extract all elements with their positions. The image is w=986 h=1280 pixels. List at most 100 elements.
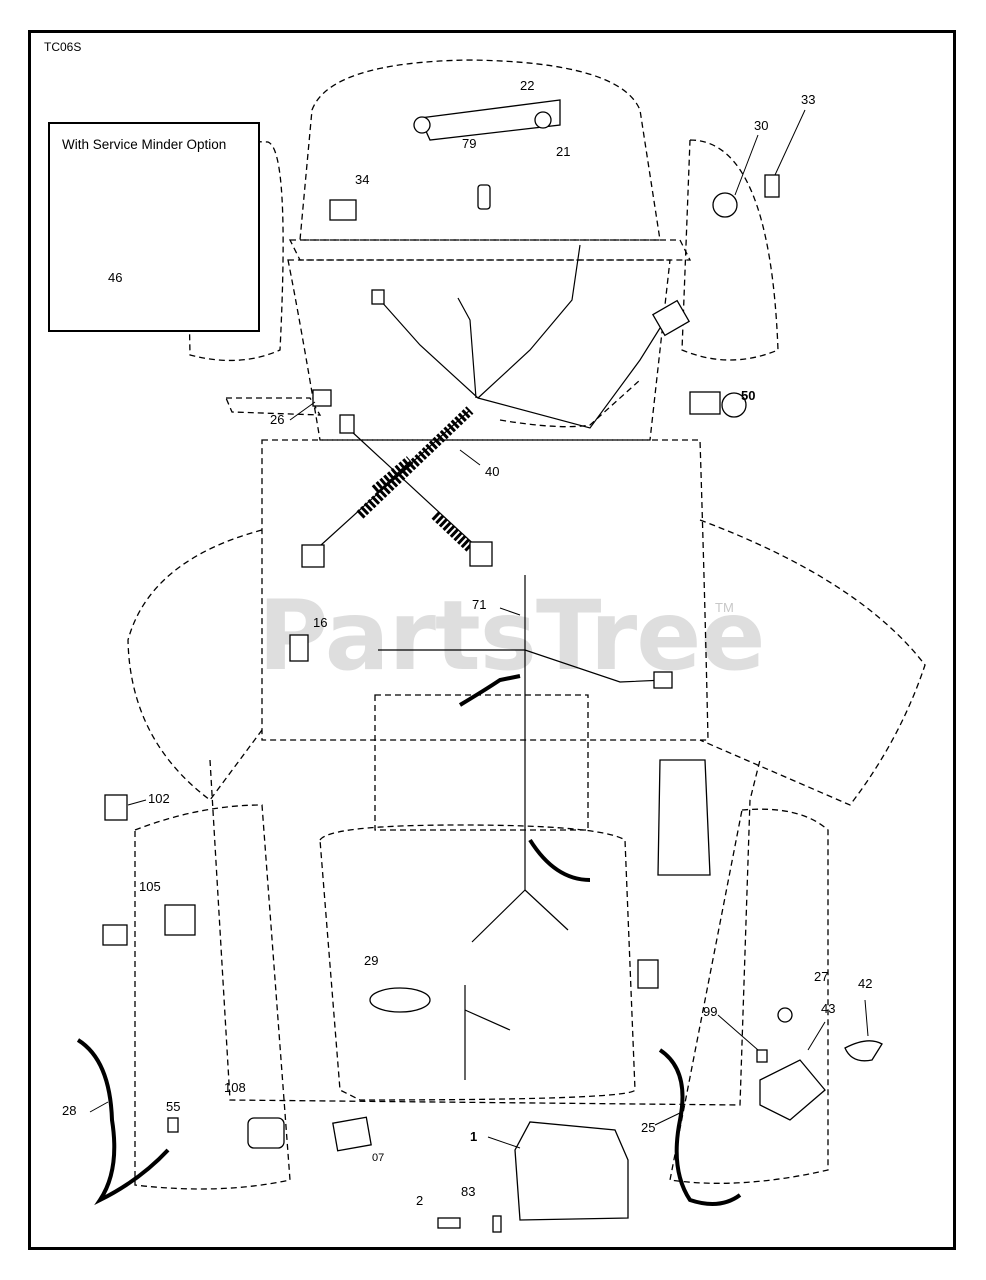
starter-solenoid-108 [247, 1117, 285, 1149]
part-label-28[interactable]: 28 [62, 1103, 77, 1118]
right-fender-outline [681, 139, 779, 361]
part-label-30[interactable]: 30 [754, 118, 769, 133]
leader-71 [499, 607, 521, 616]
slide-switch-outline [657, 759, 711, 876]
switch-34 [329, 199, 357, 221]
inset-title: With Service Minder Option [62, 137, 227, 152]
leader-99 [717, 1014, 759, 1051]
lever-42 [844, 1040, 883, 1062]
ground-cable-mid [528, 838, 591, 882]
headlight-plug [477, 184, 491, 210]
leader-33 [774, 109, 806, 176]
nut-27 [777, 1007, 793, 1023]
part-label-50[interactable]: 50 [741, 388, 756, 403]
part-label-27[interactable]: 27 [814, 969, 829, 984]
seat-outline [209, 759, 761, 1106]
relay-102-plug [102, 924, 128, 946]
part-label-40[interactable]: 40 [485, 464, 500, 479]
part-label-22[interactable]: 22 [520, 78, 535, 93]
part-label-99[interactable]: 99 [703, 1004, 718, 1019]
bolt-2 [437, 1217, 461, 1229]
frame-outline [261, 439, 709, 741]
leader-43 [807, 1021, 826, 1051]
harness-tap-branch [464, 1009, 511, 1031]
connector-top-right [651, 299, 691, 337]
part-label-46[interactable]: 46 [108, 270, 123, 285]
watermark-trademark: TM [715, 600, 734, 615]
leader-102 [127, 799, 147, 806]
bolt-99 [756, 1049, 768, 1063]
battery-1 [514, 1121, 629, 1221]
harness-sleeve-lower [431, 511, 474, 552]
service-minder-inset: With Service Minder Option [48, 122, 260, 332]
harness-branch-3 [477, 319, 666, 429]
watermark-text: PartsTree [258, 580, 765, 692]
leader-30 [734, 134, 759, 196]
part-label-1[interactable]: 1 [470, 1129, 478, 1144]
switch-50 [689, 391, 721, 415]
ignition-key-33 [764, 174, 780, 198]
ignition-switch-30 [712, 192, 738, 218]
leader-28 [89, 1101, 109, 1113]
harness-branch-2 [457, 297, 477, 399]
bracket-43 [759, 1059, 826, 1121]
leader-26 [289, 401, 316, 421]
part-label-55[interactable]: 55 [166, 1099, 181, 1114]
part-label-71[interactable]: 71 [472, 597, 487, 612]
relay-102 [104, 794, 128, 821]
solenoid-105 [164, 904, 196, 936]
part-label-07[interactable]: 07 [372, 1152, 385, 1164]
lower-body-outline [319, 824, 636, 1101]
harness-horizontal [378, 649, 666, 683]
upper-body-outline [287, 259, 671, 441]
part-label-34[interactable]: 34 [355, 172, 370, 187]
part-label-21[interactable]: 21 [556, 144, 571, 159]
nut-83 [492, 1215, 502, 1233]
bolt-55 [167, 1117, 179, 1133]
part-label-2[interactable]: 2 [416, 1193, 424, 1208]
part-label-42[interactable]: 42 [858, 976, 873, 991]
harness-lower-left [471, 889, 526, 943]
diagram-code: TC06S [44, 40, 82, 54]
part-label-29[interactable]: 29 [364, 953, 379, 968]
hood-outline [299, 59, 661, 241]
relay-16 [289, 634, 309, 662]
switch-50-cap [721, 392, 747, 418]
harness-cross-diagonal [349, 429, 481, 551]
headlight-right [534, 111, 552, 129]
connector-top-left [371, 289, 385, 305]
headlight-left [413, 116, 431, 134]
left-pedal-outline [225, 397, 322, 416]
module-right [637, 959, 659, 989]
part-label-105[interactable]: 105 [139, 879, 161, 894]
module-07 [332, 1116, 372, 1152]
ground-cable-top [458, 674, 521, 707]
center-frame-outline [374, 694, 589, 831]
part-label-33[interactable]: 33 [801, 92, 816, 107]
part-label-25[interactable]: 25 [641, 1120, 656, 1135]
dash-panel-outline [288, 239, 692, 261]
diagram-frame [28, 30, 956, 1250]
connector-bottom-left [301, 544, 325, 568]
part-label-108[interactable]: 108 [224, 1080, 246, 1095]
right-deck-outline [699, 519, 926, 806]
part-label-79[interactable]: 79 [462, 136, 477, 151]
rear-left-outline [134, 804, 291, 1190]
connector-left-40 [339, 414, 355, 434]
harness-sleeve-40b [371, 456, 414, 494]
left-deck-outline [127, 529, 263, 801]
connector-bottom-right [469, 541, 493, 567]
cable-28 [76, 1038, 170, 1206]
harness-branch-1 [379, 244, 581, 399]
part-label-26[interactable]: 26 [270, 412, 285, 427]
connector-26 [312, 389, 332, 407]
leader-40 [459, 449, 481, 466]
harness-sleeve-40 [356, 406, 474, 519]
part-label-43[interactable]: 43 [821, 1001, 836, 1016]
harness-lower-right [524, 889, 569, 931]
headlight-assembly-22 [419, 99, 561, 141]
part-label-102[interactable]: 102 [148, 791, 170, 806]
part-label-16[interactable]: 16 [313, 615, 328, 630]
part-label-83[interactable]: 83 [461, 1184, 476, 1199]
